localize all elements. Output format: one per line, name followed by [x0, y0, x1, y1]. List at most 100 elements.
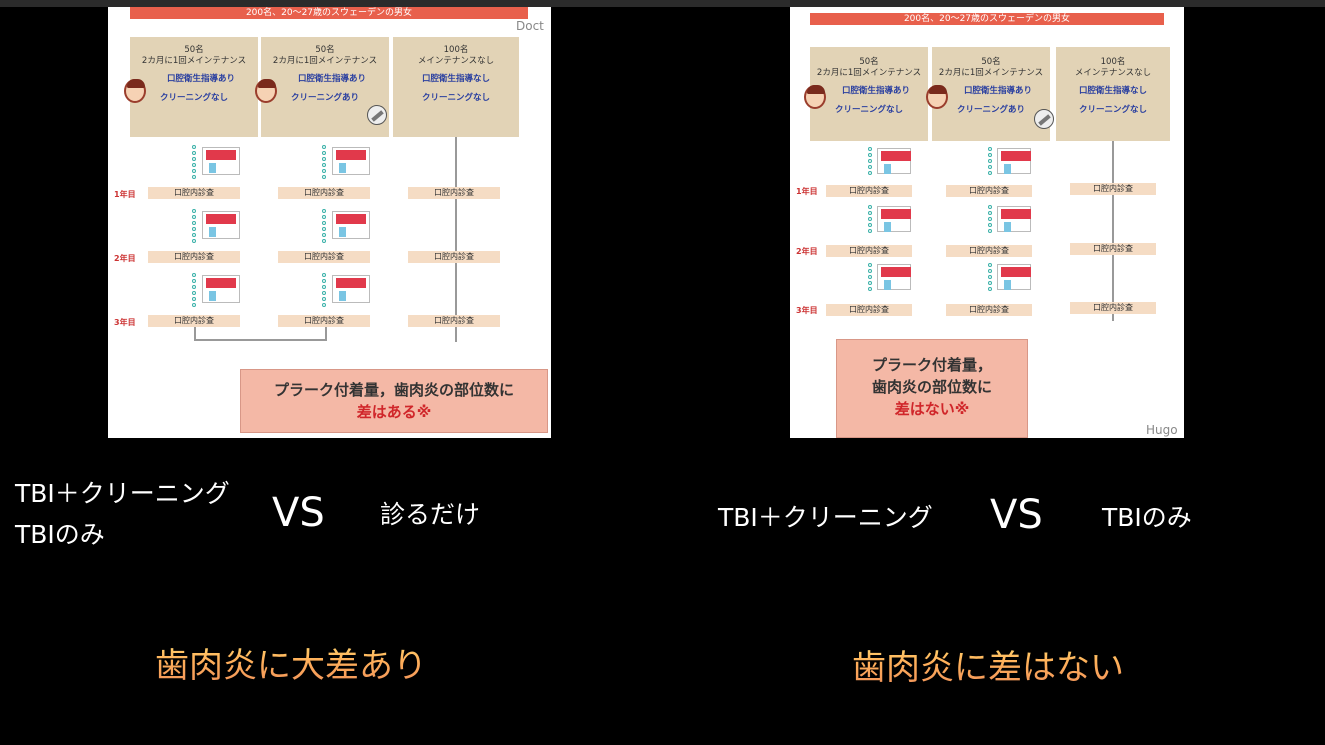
compare-left-b: 診るだけ [380, 500, 481, 529]
group-frequency: 2カ月に1回メインテナンス [141, 56, 247, 66]
timeline-line [1112, 141, 1114, 321]
cleaning-tool-icon [367, 105, 387, 125]
hygienist-face-icon [124, 79, 146, 103]
group-count: 50名 [315, 45, 335, 55]
conclusion-right: 歯肉炎に差はない [852, 640, 1124, 689]
visit-dots [192, 209, 198, 245]
year-label: 1年目 [114, 190, 136, 199]
visit-dots [868, 205, 874, 235]
group-box-2: 50名 2カ月に1回メインテナンス 口腔衛生指導あり クリーニングあり [932, 47, 1050, 141]
year-label: 2年目 [796, 247, 818, 256]
visit-dots [322, 209, 328, 245]
compare-right-b: TBIのみ [1102, 503, 1192, 532]
visit-dots [988, 263, 994, 293]
result-line: プラーク付着量， [871, 356, 992, 374]
visit-dots [192, 273, 198, 309]
timeline-link [194, 339, 327, 341]
result-box: プラーク付着量，歯肉炎の部位数に 差はある※ [240, 369, 548, 433]
dental-clinic-icon [332, 275, 370, 303]
group-frequency: メインテナンスなし [1074, 68, 1152, 78]
group-box-1: 50名 2カ月に1回メインテナンス 口腔衛生指導あり クリーニングなし [130, 37, 258, 137]
exam-label: 口腔内診査 [946, 245, 1032, 257]
dental-clinic-icon [997, 206, 1031, 232]
group-count: 50名 [981, 57, 1001, 67]
group-tbi: 口腔衛生指導あり [841, 86, 910, 96]
group-cleaning: クリーニングなし [1078, 105, 1147, 115]
exam-label: 口腔内診査 [1070, 183, 1156, 195]
hygienist-face-icon [804, 85, 826, 109]
group-box-2: 50名 2カ月に1回メインテナンス 口腔衛生指導あり クリーニングあり [261, 37, 389, 137]
exam-label: 口腔内診査 [408, 251, 500, 263]
exam-label: 口腔内診査 [946, 304, 1032, 316]
hygienist-face-icon [926, 85, 948, 109]
dental-clinic-icon [877, 264, 911, 290]
study-header: 200名、20〜27歳のスウェーデンの男女 [810, 13, 1164, 25]
dental-clinic-icon [997, 148, 1031, 174]
visit-dots [322, 273, 328, 309]
result-box: プラーク付着量， 歯肉炎の部位数に 差はない※ [836, 339, 1028, 438]
exam-label: 口腔内診査 [148, 251, 240, 263]
exam-label: 口腔内診査 [148, 187, 240, 199]
group-frequency: メインテナンスなし [417, 56, 495, 66]
result-line: 歯肉炎の部位数に [871, 378, 992, 396]
vs-label-right: VS [990, 492, 1043, 538]
conclusion-left: 歯肉炎に大差あり [155, 638, 427, 687]
timeline-line [194, 315, 196, 339]
dental-clinic-icon [332, 147, 370, 175]
group-cleaning: クリーニングなし [421, 93, 490, 103]
exam-label: 口腔内診査 [826, 185, 912, 197]
dental-clinic-icon [202, 147, 240, 175]
exam-label: 口腔内診査 [826, 304, 912, 316]
exam-label: 口腔内診査 [408, 315, 500, 327]
group-box-1: 50名 2カ月に1回メインテナンス 口腔衛生指導あり クリーニングなし [810, 47, 928, 141]
result-emphasis: 差はある※ [356, 403, 432, 421]
result-emphasis: 差はない※ [894, 400, 970, 418]
dental-clinic-icon [877, 148, 911, 174]
exam-label: 口腔内診査 [278, 251, 370, 263]
cleaning-tool-icon [1034, 109, 1054, 129]
group-frequency: 2カ月に1回メインテナンス [938, 68, 1044, 78]
vs-label-left: VS [272, 490, 325, 536]
group-frequency: 2カ月に1回メインテナンス [816, 68, 922, 78]
group-tbi: 口腔衛生指導なし [421, 74, 490, 84]
group-frequency: 2カ月に1回メインテナンス [272, 56, 378, 66]
timeline-line [325, 315, 327, 341]
compare-left-a-line1: TBI＋クリーニング [15, 479, 230, 508]
exam-label: 口腔内診査 [826, 245, 912, 257]
top-bar [0, 0, 1325, 7]
visit-dots [868, 263, 874, 293]
group-cleaning: クリーニングあり [956, 105, 1025, 115]
group-cleaning: クリーニングあり [290, 93, 359, 103]
group-box-3: 100名 メインテナンスなし 口腔衛生指導なし クリーニングなし [1056, 47, 1170, 141]
compare-right-a: TBI＋クリーニング [718, 503, 933, 532]
visit-dots [192, 145, 198, 181]
dental-clinic-icon [202, 275, 240, 303]
exam-label: 口腔内診査 [278, 187, 370, 199]
study-diagram-left: 200名、20〜27歳のスウェーデンの男女 Doct 50名 2カ月に1回メイン… [108, 7, 551, 438]
visit-dots [988, 147, 994, 177]
dental-clinic-icon [202, 211, 240, 239]
year-label: 3年目 [796, 306, 818, 315]
exam-label: 口腔内診査 [148, 315, 240, 327]
year-label: 2年目 [114, 254, 136, 263]
hygienist-face-icon [255, 79, 277, 103]
group-cleaning: クリーニングなし [834, 105, 903, 115]
study-header: 200名、20〜27歳のスウェーデンの男女 [130, 7, 528, 19]
exam-label: 口腔内診査 [1070, 302, 1156, 314]
group-count: 50名 [859, 57, 879, 67]
dental-clinic-icon [877, 206, 911, 232]
exam-label: 口腔内診査 [946, 185, 1032, 197]
group-tbi: 口腔衛生指導あり [963, 86, 1032, 96]
visit-dots [868, 147, 874, 177]
dental-clinic-icon [332, 211, 370, 239]
visit-dots [322, 145, 328, 181]
watermark: Doct [516, 19, 544, 33]
exam-label: 口腔内診査 [278, 315, 370, 327]
compare-left-a-line2: TBIのみ [15, 520, 105, 549]
year-label: 1年目 [796, 187, 818, 196]
exam-label: 口腔内診査 [408, 187, 500, 199]
watermark: Hugo [1146, 423, 1178, 437]
exam-label: 口腔内診査 [1070, 243, 1156, 255]
group-count: 100名 [443, 45, 469, 55]
dental-clinic-icon [997, 264, 1031, 290]
